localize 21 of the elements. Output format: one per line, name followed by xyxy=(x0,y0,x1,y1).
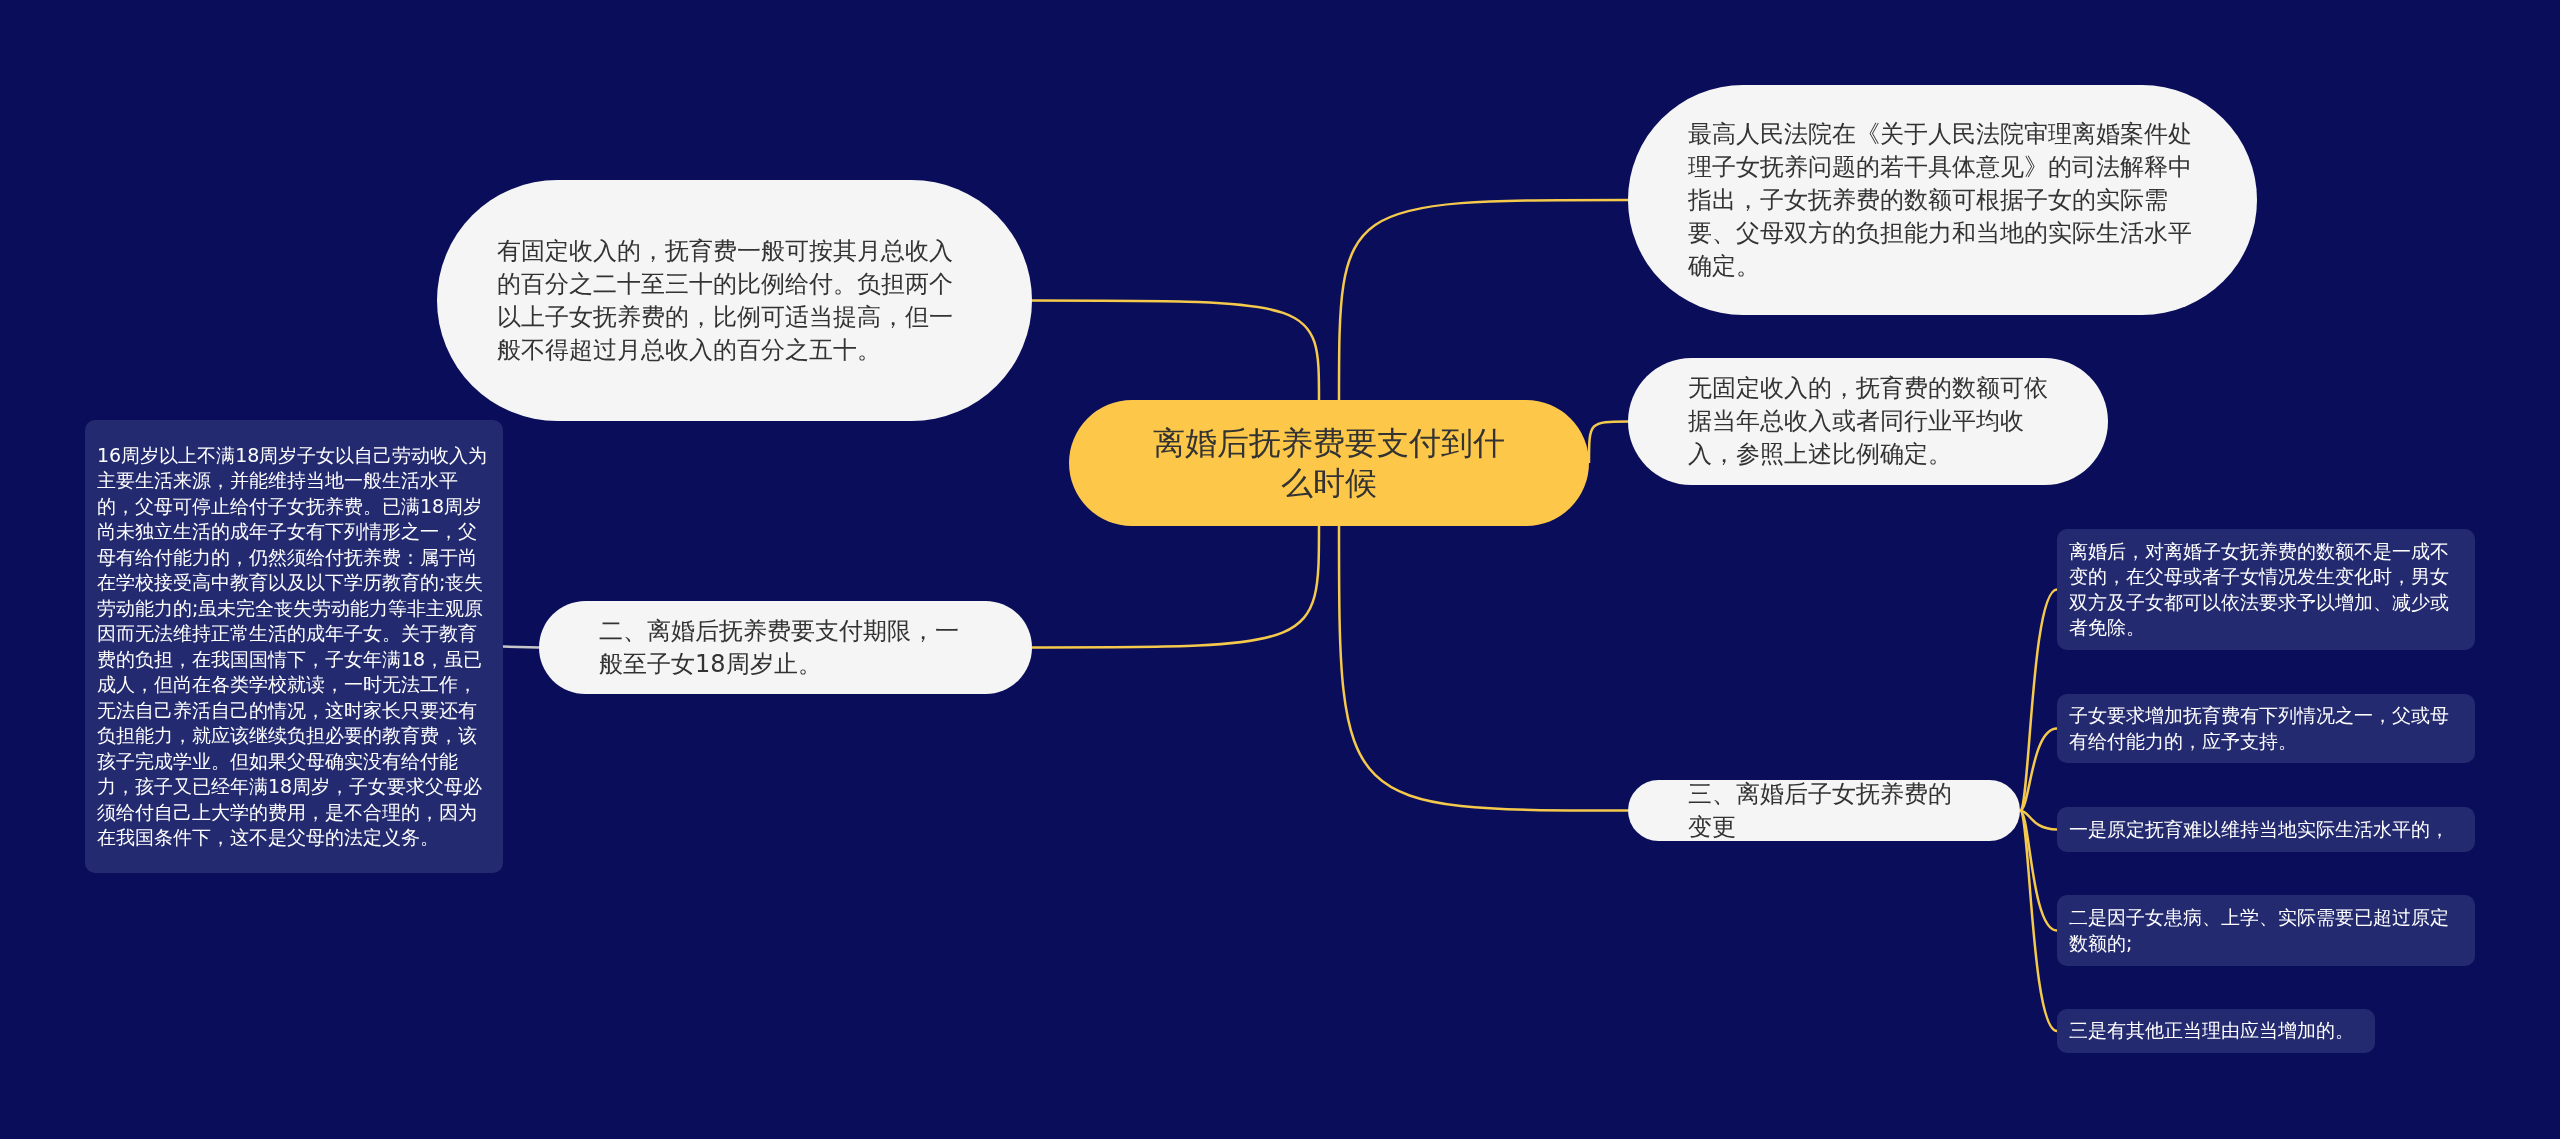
connector xyxy=(1032,299,1321,400)
connector xyxy=(2019,809,2058,932)
connector xyxy=(2019,727,2058,812)
connector xyxy=(1587,420,1628,463)
connector xyxy=(1337,198,1628,400)
note-box: 三是有其他正当理由应当增加的。 xyxy=(2057,1009,2375,1053)
connector xyxy=(1337,526,1628,812)
note-box: 一是原定抚育难以维持当地实际生活水平的， xyxy=(2057,807,2475,852)
note-box: 子女要求增加抚育费有下列情况之一，父或母有给付能力的，应予支持。 xyxy=(2057,694,2475,763)
topic-pill: 无固定收入的，抚育费的数额可依据当年总收入或者同行业平均收入，参照上述比例确定。 xyxy=(1628,358,2108,485)
connector xyxy=(2019,809,2058,831)
topic-pill: 二、离婚后抚养费要支付期限，一般至子女18周岁止。 xyxy=(539,601,1032,694)
topic-pill: 有固定收入的，抚育费一般可按其月总收入的百分之二十至三十的比例给付。负担两个以上子女抚养费的，比例可适当提高，但一般不得超过月总收入的百分之五十。 xyxy=(437,180,1032,421)
note-box: 离婚后，对离婚子女抚养费的数额不是一成不变的，在父母或者子女情况发生变化时，男女双方及子女都可以依法要求予以增加、减少或者免除。 xyxy=(2057,529,2475,650)
topic-pill: 三、离婚后子女抚养费的变更 xyxy=(1628,780,2020,841)
note-box: 16周岁以上不满18周岁子女以自己劳动收入为主要生活来源，并能维持当地一般生活水平的，父母可停止给付子女抚养费。已满18周岁尚未独立生活的成年子女有下列情形之一，父母有给付能力的，仍然须给付抚养费：属于尚在学校接受高中教育以及以下学历教育的;丧失劳动能力的;虽未完全丧失劳动能力等非主观原因而无法维持正常生活的成年子女。关于教育费的负担，在我国国情下，子女年满18，虽已成人，但尚在各类学校就读，一时无法工作，无法自己养活自己的情况，这时家长只要还有负担能力，就应该继续负担必要的教育费，该孩子完成学业。但如果父母确实没有给付能力，孩子又已经年满18周岁，子女要求父母必须给付自己上大学的费用，是不合理的，因为在我国条件下，这不是父母的法定义务。 xyxy=(85,420,503,873)
note-box: 二是因子女患病、上学、实际需要已超过原定数额的; xyxy=(2057,895,2475,966)
connector xyxy=(1032,526,1321,649)
topic-pill: 最高人民法院在《关于人民法院审理离婚案件处理子女抚养问题的若干具体意见》的司法解释中指出，子女抚养费的数额可根据子女的实际需要、父母双方的负担能力和当地的实际生活水平确定。 xyxy=(1628,85,2257,315)
central-topic: 离婚后抚养费要支付到什么时候 xyxy=(1069,400,1589,526)
connector xyxy=(502,645,540,649)
